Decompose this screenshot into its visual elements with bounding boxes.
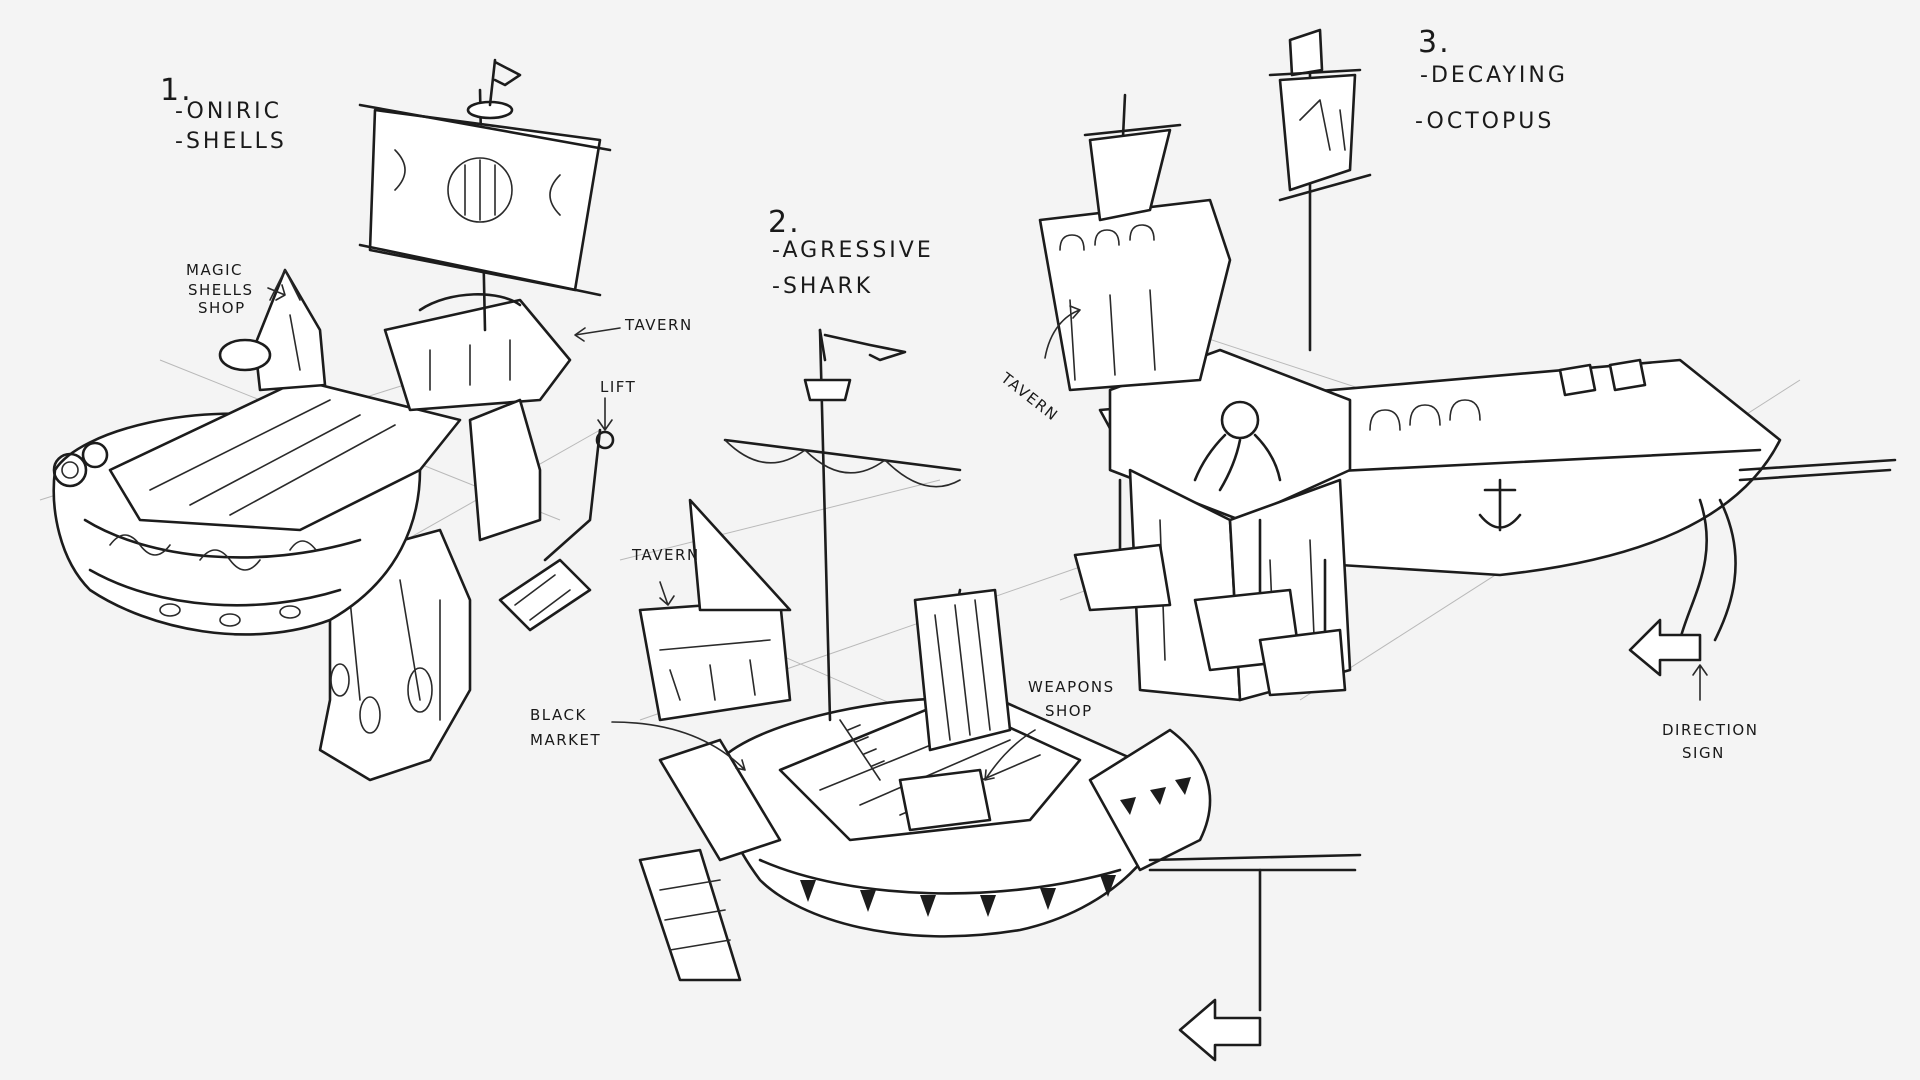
callout-magic-shells-shop-line-2: SHELLS xyxy=(188,281,254,299)
callout-lift: LIFT xyxy=(600,378,636,396)
callout-tavern-1: TAVERN xyxy=(624,316,693,334)
callout-weapons-shop-line-1: WEAPONS xyxy=(1028,678,1115,696)
callout-arrows xyxy=(267,284,1708,781)
concept-3-trait-1: -DECAYING xyxy=(1420,63,1568,88)
concept-3-trait-2: -OCTOPUS xyxy=(1415,109,1554,134)
callout-direction-sign-line-2: SIGN xyxy=(1682,744,1725,762)
callout-tavern-3: TAVERN xyxy=(997,368,1062,424)
concept-2-trait-1: -AGRESSIVE xyxy=(772,238,934,263)
concept-1-number: 1. xyxy=(160,73,193,108)
ship-1-sketch xyxy=(39,58,615,782)
callout-direction-sign-line-1: DIRECTION xyxy=(1662,721,1758,739)
callout-black-market-line-2: MARKET xyxy=(530,731,601,749)
callout-tavern-2: TAVERN xyxy=(631,546,700,564)
callout-weapons-shop-line-2: SHOP xyxy=(1045,702,1093,720)
ship-2-sketch xyxy=(619,328,1362,1062)
concept-1-trait-2: -SHELLS xyxy=(175,129,287,154)
callout-magic-shells-shop-line-1: MAGIC xyxy=(186,261,243,279)
concept-3-number: 3. xyxy=(1418,25,1451,60)
concept-1-trait-1: -ONIRIC xyxy=(175,99,282,124)
callout-magic-shells-shop-line-3: SHOP xyxy=(198,299,246,317)
concept-2-trait-2: -SHARK xyxy=(772,274,873,299)
ship-3-sketch xyxy=(1038,28,1897,702)
callout-black-market-line-1: BLACK xyxy=(530,706,587,724)
concept-2-number: 2. xyxy=(768,205,801,240)
